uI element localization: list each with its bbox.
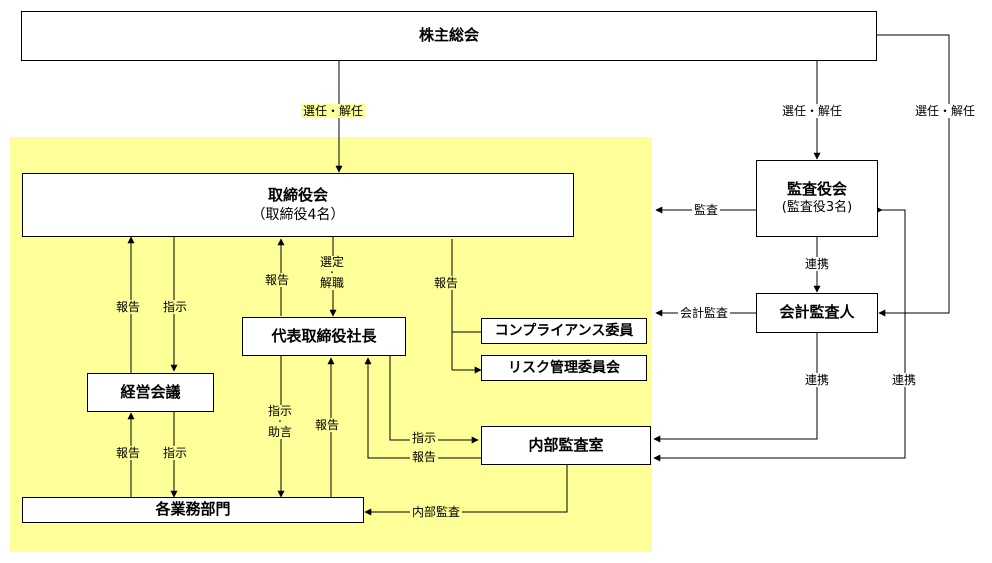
- internal-audit-flow-label: 内部監査: [410, 505, 463, 519]
- link-auditors-internal: [653, 206, 906, 462]
- instruct-management-departments-label: 指示: [161, 446, 190, 460]
- board-box: 取締役会 （取締役4名）: [22, 173, 574, 237]
- president-box: 代表取締役社長: [242, 317, 406, 356]
- report-departments-president-label: 報告: [313, 418, 342, 432]
- risk-box: リスク管理委員会: [481, 355, 647, 381]
- link-president-internal: [389, 356, 479, 444]
- accounting-auditor-box: 会計監査人: [756, 293, 878, 333]
- accounting-auditor-label: 会計監査人: [779, 303, 855, 322]
- instruct-advise-label: 指示 ・ 助言: [266, 404, 295, 439]
- report-departments-management-label: 報告: [114, 446, 143, 460]
- auditors-note: (監査役3名): [781, 199, 853, 215]
- departments-label: 各業務部門: [155, 500, 231, 519]
- select-dismiss-label: 選定 ・ 解職: [318, 255, 347, 290]
- departments-box: 各業務部門: [22, 497, 364, 523]
- internal-audit-box: 内部監査室: [481, 426, 651, 465]
- cooperation-auditors-accounting-label: 連携: [803, 257, 832, 271]
- link-shareholders-accounting: [876, 34, 950, 317]
- elect-dismiss-board-label: 選任・解任: [301, 104, 366, 118]
- accounting-audit-label: 会計監査: [678, 306, 731, 320]
- report-president-board-label: 報告: [263, 273, 292, 287]
- instruct-board-management-label: 指示: [161, 300, 190, 314]
- instruct-advise-dot: ・: [276, 417, 284, 426]
- elect-dismiss-accounting-label: 選任・解任: [913, 104, 978, 118]
- elect-dismiss-auditors-label: 選任・解任: [780, 104, 845, 118]
- cooperation-auditors-internal-label: 連携: [890, 373, 919, 387]
- cooperation-accounting-internal-label: 連携: [803, 373, 832, 387]
- audit-label: 監査: [692, 203, 721, 217]
- shareholders-label: 株主総会: [418, 26, 479, 45]
- shareholders-box: 株主総会: [21, 11, 877, 61]
- president-label: 代表取締役社長: [271, 326, 377, 345]
- link-committees-board: [451, 239, 481, 370]
- report-committees-board-label: 報告: [432, 276, 461, 290]
- risk-label: リスク管理委員会: [508, 359, 620, 376]
- select-text: 選定: [320, 255, 345, 269]
- select-dot: ・: [328, 268, 336, 277]
- instruct-president-internal-label: 指示: [410, 431, 439, 445]
- board-label: 取締役会: [267, 186, 328, 205]
- report-management-board-label: 報告: [114, 300, 143, 314]
- board-note: （取締役4名）: [251, 206, 345, 223]
- management-box: 経営会議: [87, 373, 214, 412]
- compliance-box: コンプライアンス委員: [481, 318, 647, 344]
- advise-text: 助言: [268, 425, 293, 439]
- management-label: 経営会議: [120, 382, 181, 401]
- auditors-box: 監査役会 (監査役3名): [756, 160, 878, 237]
- link-accounting-internal: [653, 326, 821, 443]
- link-internal-departments: [364, 465, 568, 516]
- link-internal-president: [364, 357, 481, 459]
- internal-audit-label: 内部監査室: [528, 435, 604, 454]
- dismiss-text: 解職: [320, 276, 345, 290]
- instruct-text: 指示: [268, 404, 293, 418]
- compliance-label: コンプライアンス委員: [494, 322, 634, 339]
- auditors-label: 監査役会: [786, 180, 847, 199]
- report-internal-president-label: 報告: [410, 450, 439, 464]
